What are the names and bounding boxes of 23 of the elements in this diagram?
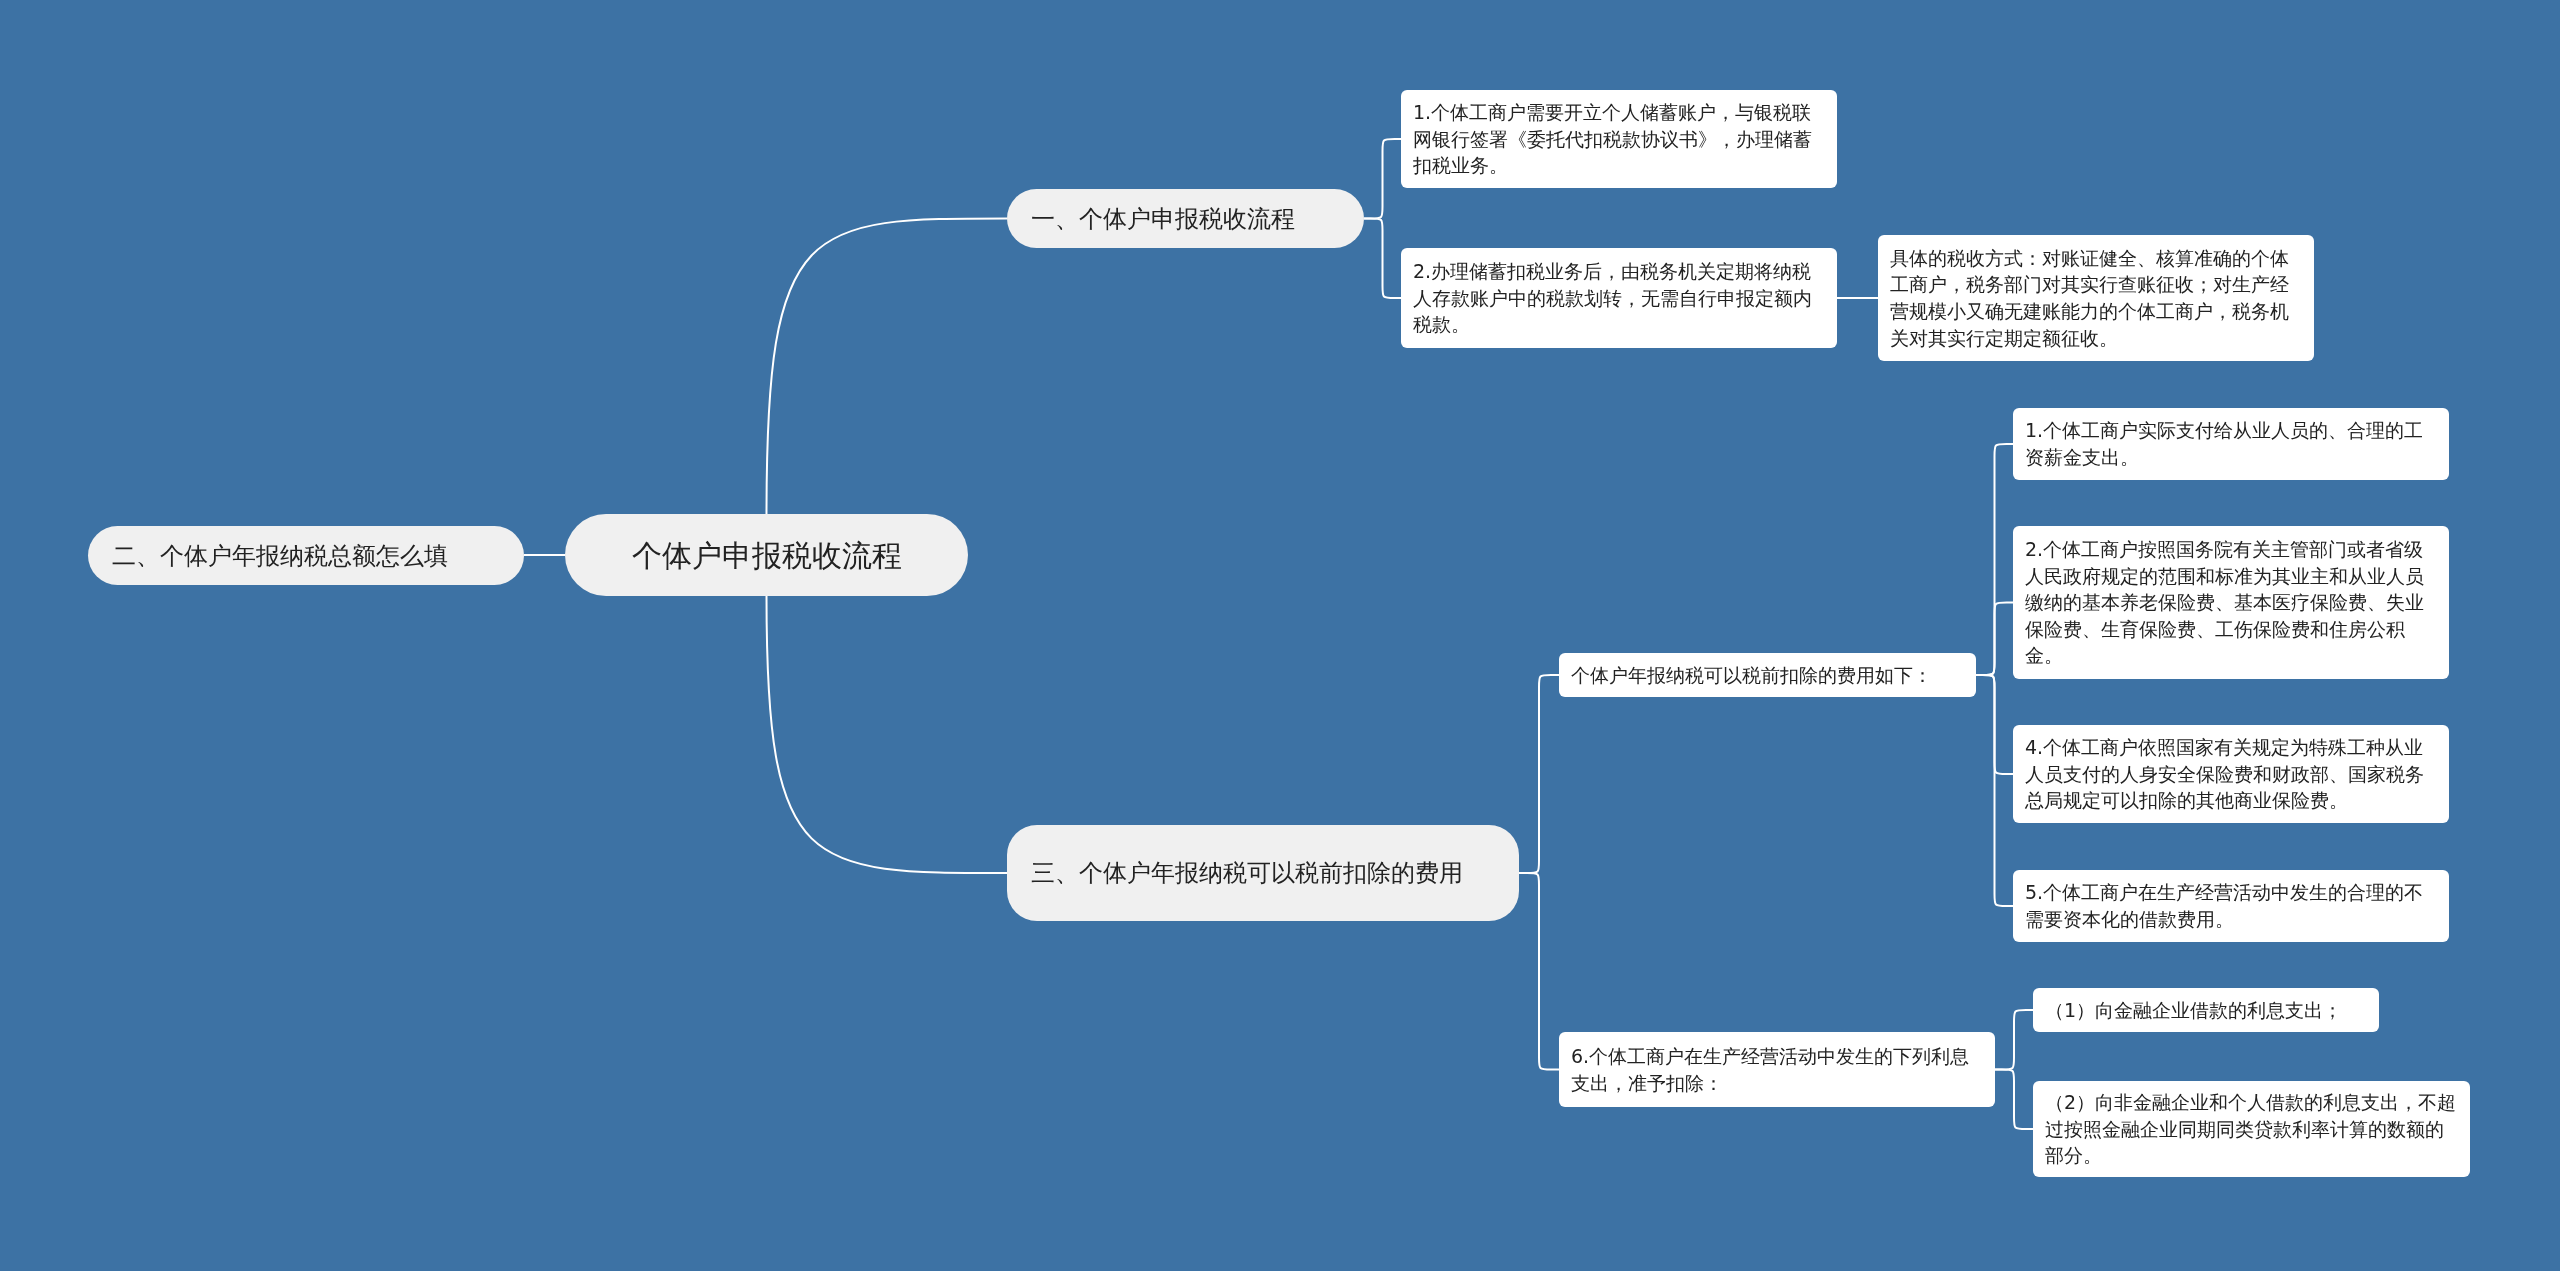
note-card: （2）向非金融企业和个人借款的利息支出，不超过按照金融企业同期同类贷款利率计算的数额的部分。	[2033, 1081, 2470, 1177]
root-topic: 个体户申报税收流程	[565, 514, 968, 596]
note-card: 4.个体工商户依照国家有关规定为特殊工种从业人员支付的人身安全保险费和财政部、国家税务总局规定可以扣除的其他商业保险费。	[2013, 725, 2449, 823]
topic-pill: 二、个体户年报纳税总额怎么填	[88, 526, 524, 585]
note-card: （1）向金融企业借款的利息支出；	[2033, 988, 2379, 1032]
connector-line	[1363, 217, 1402, 299]
connector-line	[1836, 297, 1879, 299]
note-card: 2.个体工商户按照国务院有关主管部门或者省级人民政府规定的范围和标准为其业主和从业人员缴纳的基本养老保险费、基本医疗保险费、失业保险费、生育保险费、工伤保险费和住房公积金。	[2013, 526, 2449, 679]
topic-pill: 三、个体户年报纳税可以税前扣除的费用	[1007, 825, 1519, 921]
note-card: 5.个体工商户在生产经营活动中发生的合理的不需要资本化的借款费用。	[2013, 870, 2449, 942]
note-card: 6.个体工商户在生产经营活动中发生的下列利息支出，准予扣除：	[1559, 1032, 1995, 1107]
connector-line	[1518, 872, 1560, 1071]
note-card: 1.个体工商户需要开立个人储蓄账户，与银税联网银行签署《委托代扣税款协议书》，办理储蓄扣税业务。	[1401, 90, 1837, 188]
connector-line	[1975, 674, 2014, 907]
note-card: 个体户年报纳税可以税前扣除的费用如下：	[1559, 653, 1976, 697]
topic-pill: 一、个体户申报税收流程	[1007, 189, 1364, 248]
connector-line	[1994, 1068, 2034, 1130]
connector-line	[523, 554, 566, 556]
connector-line	[765, 217, 1008, 515]
connector-line	[765, 595, 1008, 874]
note-card: 1.个体工商户实际支付给从业人员的、合理的工资薪金支出。	[2013, 408, 2449, 480]
note-card: 2.办理储蓄扣税业务后，由税务机关定期将纳税人存款账户中的税款划转，无需自行申报定额内税款。	[1401, 248, 1837, 348]
note-card: 具体的税收方式：对账证健全、核算准确的个体工商户，税务部门对其实行查账征收；对生产经营规模小又确无建账能力的个体工商户，税务机关对其实行定期定额征收。	[1878, 235, 2314, 361]
